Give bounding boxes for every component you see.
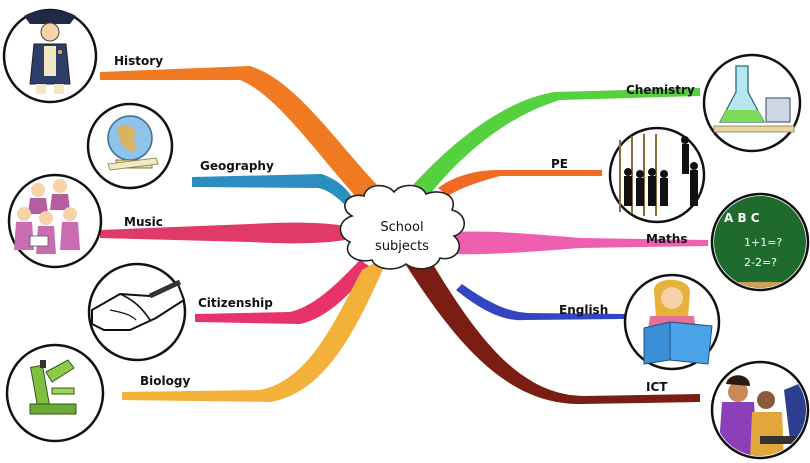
maths-board-letters: A B C [724,211,760,225]
branch-english [456,284,625,321]
pe-illustration [608,126,706,224]
branch-label-maths: Maths [646,232,687,246]
maths-board-line-2: 2-2=? [744,256,777,269]
ict-illustration [710,360,810,460]
branch-geography [192,174,352,205]
branch-chemistry [400,88,700,210]
branch-pe [438,170,602,196]
branch-label-ict: ICT [646,380,668,394]
history-illustration [2,8,98,104]
branch-label-citizenship: Citizenship [198,296,273,310]
maths-illustration: A B C 1+1=? 2-2=? [710,192,810,292]
branch-label-geography: Geography [200,159,274,173]
branch-label-history: History [114,54,163,68]
branch-citizenship [195,260,372,324]
biology-illustration [5,343,105,443]
center-title-line-1: School [380,220,423,235]
branch-label-music: Music [124,215,163,229]
english-illustration [623,273,721,371]
music-illustration [7,173,103,269]
geography-illustration [86,102,174,190]
branch-label-pe: PE [551,157,568,171]
citizenship-illustration [87,262,187,362]
branch-ict [404,256,700,404]
center-cloud [339,184,466,270]
branch-maths [450,231,708,255]
branch-music [100,222,345,244]
branch-label-biology: Biology [140,374,190,388]
chemistry-illustration [702,53,802,153]
maths-board-line-1: 1+1=? [744,236,782,249]
branch-biology [122,254,390,402]
branch-label-english: English [559,303,608,317]
branch-label-chemistry: Chemistry [626,83,695,97]
center-title-line-2: subjects [375,239,429,254]
